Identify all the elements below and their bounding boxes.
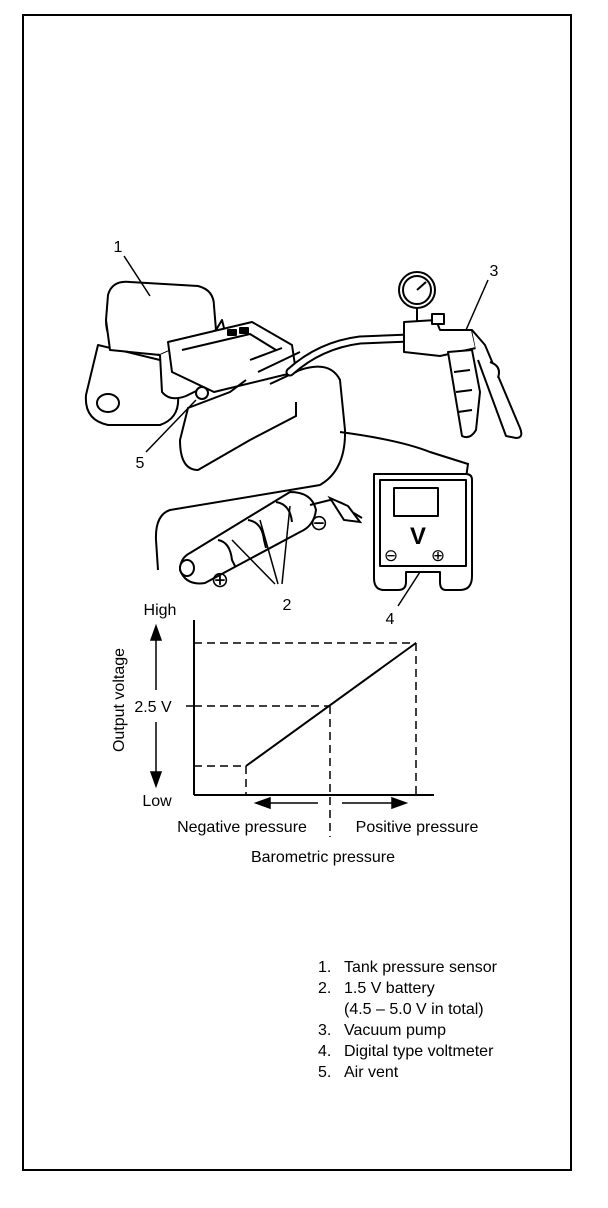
legend-text: Air vent [344, 1064, 399, 1081]
legend-text: (4.5 – 5.0 V in total) [344, 1001, 484, 1018]
legend-item: 1. Tank pressure sensor [318, 957, 497, 978]
y-axis-arrows [149, 623, 163, 789]
negative-pressure-label: Negative pressure [177, 819, 307, 836]
y-high-label: High [144, 602, 177, 619]
legend-number: 5. [318, 1064, 332, 1081]
legend-item: (4.5 – 5.0 V in total) [318, 999, 497, 1020]
legend-number [318, 999, 344, 1020]
output-voltage-graph: High Low 2.5 V Output voltage Negative p… [111, 602, 478, 866]
callout-3: 3 [490, 263, 499, 280]
callout-1: 1 [114, 239, 123, 256]
callout-2: 2 [283, 597, 292, 614]
legend-item: 5. Air vent [318, 1062, 497, 1083]
vacuum-pump [398, 271, 523, 439]
vacuum-hose [287, 335, 413, 375]
legend-text: 1.5 V battery [344, 980, 435, 997]
legend-number: 1. [318, 959, 332, 976]
legend-item: 4. Digital type voltmeter [318, 1041, 497, 1062]
legend-number: 2. [318, 980, 332, 997]
callout-4: 4 [386, 611, 395, 628]
legend-item: 3. Vacuum pump [318, 1020, 497, 1041]
voltmeter-negative-terminal: ⊖ [384, 546, 398, 565]
y-mid-label: 2.5 V [134, 699, 172, 716]
positive-pressure-label: Positive pressure [356, 819, 479, 836]
battery-positive-mark: ⊕ [211, 567, 229, 592]
guide-lines [194, 642, 417, 837]
battery-callout-lines [231, 505, 291, 585]
legend-item: 2. 1.5 V battery [318, 978, 497, 999]
voltmeter-positive-terminal: ⊕ [431, 546, 445, 565]
battery-pack [179, 491, 317, 585]
probe-tip [327, 495, 363, 524]
voltmeter-unit-label: V [410, 523, 426, 550]
figure-frame [22, 14, 572, 1171]
legend-text: Tank pressure sensor [344, 959, 497, 976]
legend-text: Vacuum pump [344, 1022, 446, 1039]
callout-leaders [123, 255, 489, 607]
y-axis-label: Output voltage [111, 648, 128, 752]
legend-number: 3. [318, 1022, 332, 1039]
legend-text: Digital type voltmeter [344, 1043, 494, 1060]
digital-voltmeter [373, 473, 473, 591]
tank-pressure-sensor [84, 280, 297, 426]
sensor-leads [154, 347, 347, 571]
pressure-arrows [253, 796, 409, 810]
output-characteristic-line [245, 642, 417, 767]
battery-negative-mark: ⊖ [310, 510, 328, 535]
voltmeter-lead [339, 431, 470, 479]
legend-number: 4. [318, 1043, 332, 1060]
y-low-label: Low [142, 793, 172, 810]
air-vent [195, 386, 209, 400]
parts-legend: 1. Tank pressure sensor 2. 1.5 V battery (… [318, 957, 497, 1083]
callout-5: 5 [136, 455, 145, 472]
x-axis-label: Barometric pressure [251, 849, 395, 866]
